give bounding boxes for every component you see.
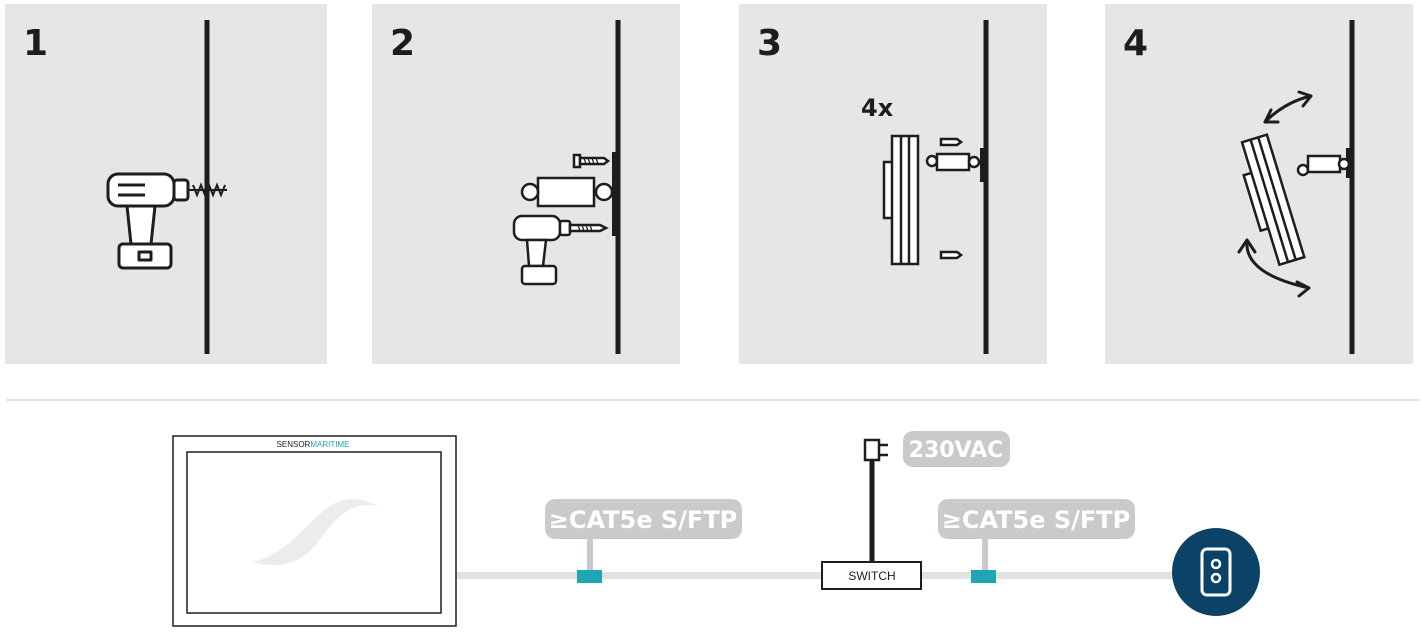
rj45-connector-icon — [971, 570, 996, 583]
svg-text:≥CAT5e S/FTP: ≥CAT5e S/FTP — [942, 506, 1131, 534]
switch-box: SWITCH — [821, 561, 922, 590]
section-divider — [6, 399, 1420, 401]
display-brand: SENSORMARITIME — [277, 440, 350, 449]
step-4-number: 4 — [1123, 23, 1149, 64]
step-2-number: 2 — [390, 23, 416, 64]
svg-text:≥CAT5e S/FTP: ≥CAT5e S/FTP — [549, 506, 738, 534]
power-label: 230VAC — [903, 431, 1010, 467]
screw-quantity-label: 4x — [861, 94, 894, 122]
step-1-number: 1 — [23, 23, 49, 64]
svg-text:230VAC: 230VAC — [909, 438, 1004, 463]
svg-text:SWITCH: SWITCH — [848, 569, 895, 583]
bracket-screw-icon — [512, 20, 621, 354]
drill-icon — [106, 20, 227, 354]
step-1-panel: 1 — [5, 4, 327, 364]
cable-label-1: ≥CAT5e S/FTP — [545, 499, 742, 539]
cable-line — [456, 538, 1173, 579]
step-3-panel: 3 4x — [739, 4, 1047, 364]
brand-prefix: SENSOR — [277, 440, 311, 449]
display-mount-icon: 4x — [861, 20, 989, 354]
power-plug-icon — [863, 438, 888, 563]
brand-suffix: MARITIME — [310, 440, 349, 449]
step-2-panel: 2 — [372, 4, 680, 364]
network-socket-icon — [1172, 528, 1260, 616]
wave-logo-icon — [252, 499, 378, 566]
tilt-arrows-icon — [1237, 20, 1355, 354]
rj45-connector-icon — [577, 570, 602, 583]
display-unit: SENSORMARITIME — [172, 435, 457, 627]
step-4-panel: 4 — [1105, 4, 1413, 364]
cable-label-2: ≥CAT5e S/FTP — [938, 499, 1135, 539]
step-3-number: 3 — [757, 23, 783, 64]
